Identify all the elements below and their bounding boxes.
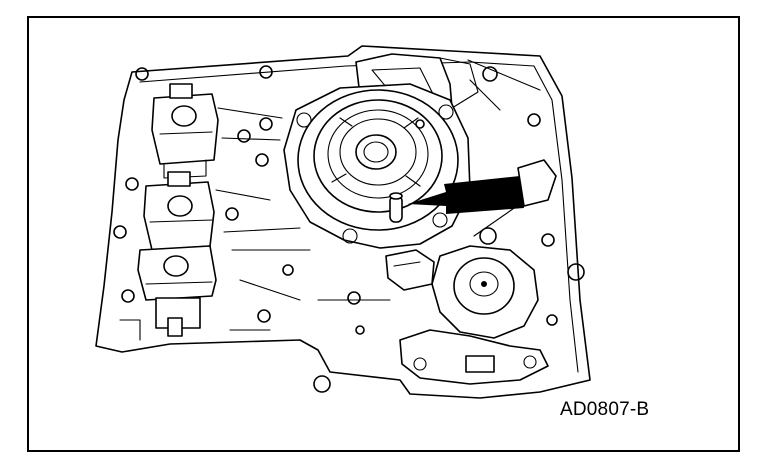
solenoid-upper	[151, 83, 219, 179]
bolt-holes	[113, 65, 585, 393]
pressure-solenoid	[399, 245, 549, 385]
solenoid-middle	[143, 171, 215, 251]
manual-linkage	[473, 159, 557, 245]
connector	[385, 249, 435, 291]
solenoid-lower	[137, 245, 217, 337]
plate-outline	[95, 45, 591, 399]
pump-housing	[283, 83, 471, 249]
figure-code: AD0807-B	[560, 399, 650, 420]
arrow-indicator-icon	[408, 176, 524, 214]
indicated-pin	[389, 195, 403, 223]
